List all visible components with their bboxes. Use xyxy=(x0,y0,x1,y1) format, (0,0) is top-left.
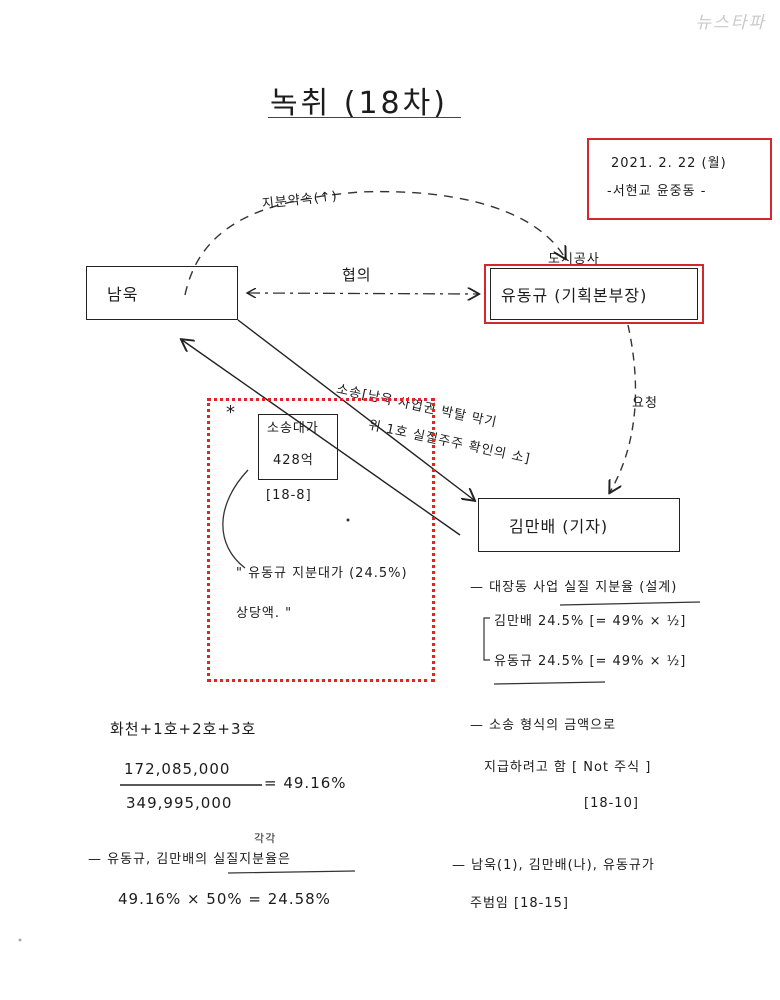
calc-numerator: 172,085,000 xyxy=(124,760,231,778)
dosin-label: 도시공사 xyxy=(548,252,600,267)
date-line: 2021. 2. 22 (월) xyxy=(611,156,727,171)
lawsuit-line2: 지급하려고 함 [ Not 주식 ] xyxy=(484,760,652,775)
page-title: 녹취 (18차) xyxy=(270,86,448,121)
node-yoo: 유동규 (기획본부장) xyxy=(490,268,698,320)
calc-heading: 화천+1호+2호+3호 xyxy=(110,720,257,738)
accomplice-line2: 주범임 [18-15] xyxy=(470,896,569,911)
watermark: 뉴스타파 xyxy=(695,13,766,33)
node-kim: 김만배 (기자) xyxy=(478,498,680,552)
inner-ref: [18-8] xyxy=(266,488,312,503)
node-nam: 남욱 xyxy=(86,266,238,320)
calc-share-calc: 49.16% × 50% = 24.58% xyxy=(118,890,331,908)
calc-result: = 49.16% xyxy=(264,774,347,792)
inner-box-line1: 소송대가 xyxy=(267,421,319,436)
yoo-share: 유동규 24.5% [= 49% × ½] xyxy=(494,654,687,669)
hyupui-label: 협의 xyxy=(342,266,372,284)
title-underline xyxy=(268,117,461,118)
node-kim-label: 김만배 (기자) xyxy=(509,517,609,536)
node-yoo-label: 유동규 (기획본부장) xyxy=(501,286,648,305)
quote-curve xyxy=(222,469,249,569)
yocheong-label: 요청 xyxy=(632,396,658,411)
share-title: — 대장동 사업 실질 지분율 (설계) xyxy=(470,580,678,595)
node-nam-label: 남욱 xyxy=(107,285,139,304)
lawsuit-payment-highlight xyxy=(207,398,435,682)
inner-box: 소송대가 428억 xyxy=(258,414,338,480)
inner-box-line2: 428억 xyxy=(273,453,314,468)
calc-denominator: 349,995,000 xyxy=(126,794,233,812)
location-line: -서현교 윤중동 - xyxy=(607,184,707,199)
lawsuit-ref: [18-10] xyxy=(584,796,639,811)
quote-line2: 상당액. " xyxy=(236,606,293,621)
lawsuit-line1: — 소송 형식의 금액으로 xyxy=(470,718,617,733)
node-yoo-highlight xyxy=(484,264,704,324)
yocheong-arrow xyxy=(610,324,637,492)
accomplice-line1: — 남욱(1), 김만배(나), 유동규가 xyxy=(452,858,655,873)
star-mark: * xyxy=(226,402,236,423)
date-note-box: 2021. 2. 22 (월) -서현교 윤중동 - xyxy=(587,138,772,220)
diagonal-line-lower xyxy=(182,340,461,536)
quote-line1: " 유동규 지분대가 (24.5%) xyxy=(236,566,408,581)
kim-share: 김만배 24.5% [= 49% × ½] xyxy=(494,614,687,629)
calc-share-line: — 유동규, 김만배의 실질지분율은 xyxy=(88,852,292,867)
calc-superscript: 각각 xyxy=(254,832,277,845)
